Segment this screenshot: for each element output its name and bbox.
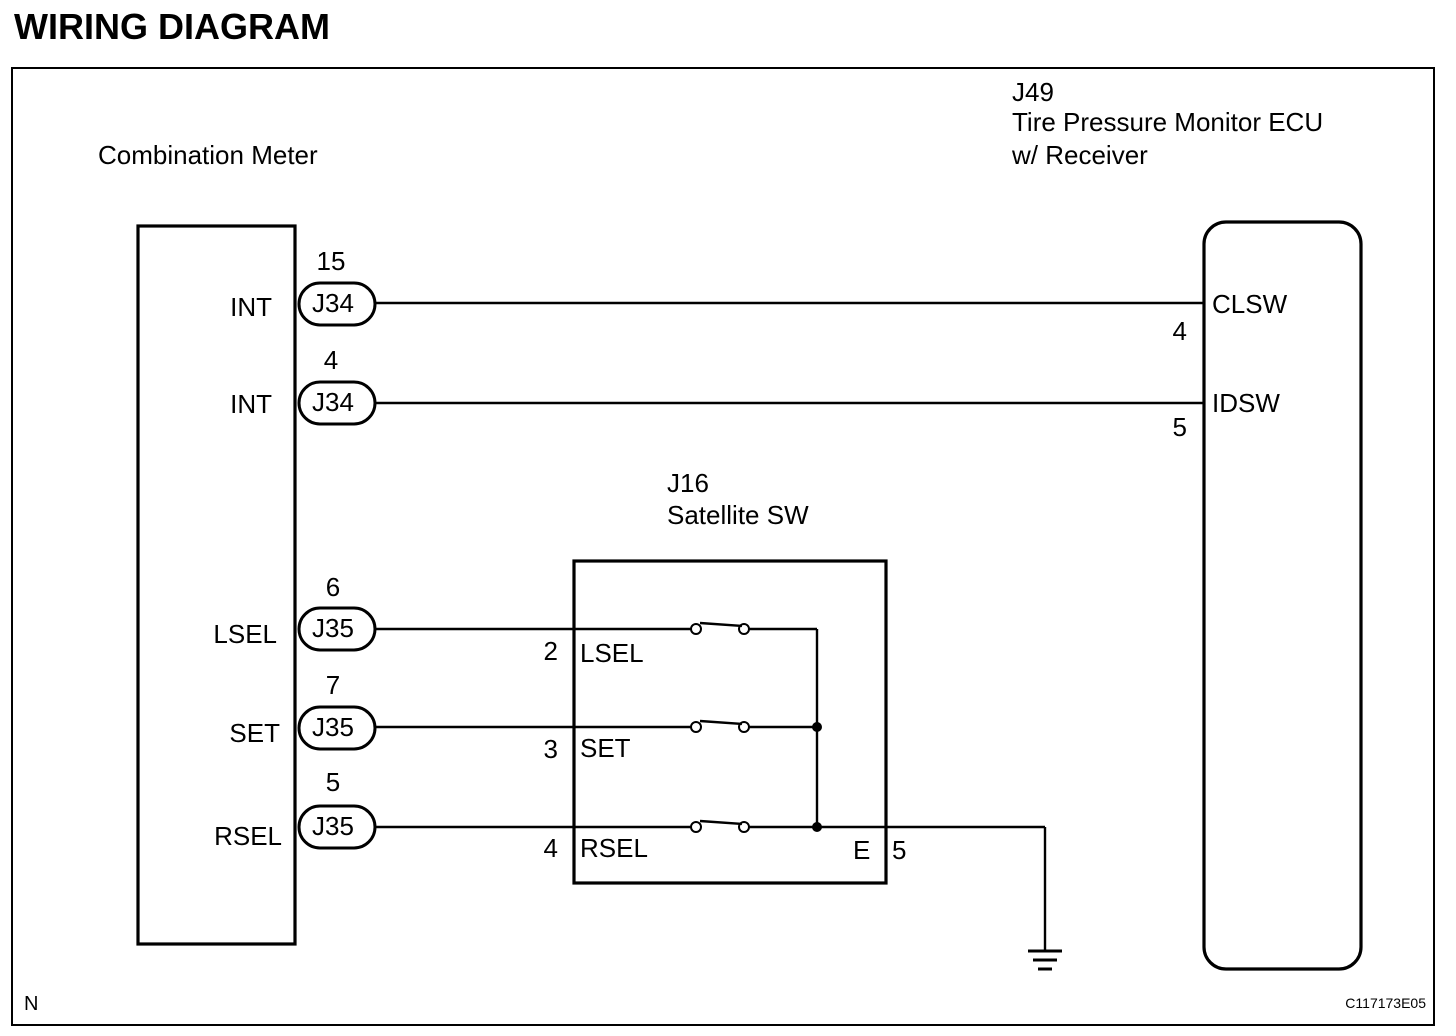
meter-pin-number: 4: [324, 345, 338, 375]
switch-ground-pin-number: 5: [892, 835, 906, 865]
junction-dot: [812, 722, 822, 732]
page-title: WIRING DIAGRAM: [14, 6, 330, 47]
meter-pin-number: 15: [317, 246, 346, 276]
ecu-connector-label: J49: [1012, 77, 1054, 107]
corner-letter: N: [24, 993, 38, 1015]
meter-pin-number: 5: [326, 767, 340, 797]
ecu-terminal-label: CLSW: [1212, 289, 1288, 319]
switch-terminal-label: SET: [580, 733, 631, 763]
rsel-switch-icon: [690, 819, 750, 833]
switch-ground-terminal-label: E: [853, 835, 870, 865]
ecu-pin-number: 5: [1173, 412, 1187, 442]
ground-icon: [1028, 949, 1062, 971]
meter-terminal-label: INT: [230, 389, 272, 419]
connector-label: J34: [312, 387, 354, 417]
connector-pill: [297, 804, 377, 850]
ecu-pin-number: 4: [1173, 316, 1187, 346]
connector-pill: [297, 380, 377, 426]
diagram-frame: [11, 67, 1435, 1026]
satellite-sw-connector-label: J16: [667, 468, 709, 498]
connector-pill: [297, 606, 377, 652]
connector-pill: [297, 705, 377, 751]
junction-dot: [812, 822, 822, 832]
meter-pin-number: 6: [326, 572, 340, 602]
ecu-name-line1: Tire Pressure Monitor ECU: [1012, 107, 1323, 137]
combination-meter-box: [136, 224, 297, 946]
figure-code: C117173E05: [1345, 995, 1426, 1011]
switch-terminal-label: LSEL: [580, 638, 644, 668]
meter-terminal-label: INT: [230, 292, 272, 322]
switch-terminal-label: RSEL: [580, 833, 648, 863]
lsel-switch-icon: [690, 621, 750, 635]
circuit-row-lsel: LSEL 6 J35 2 LSEL: [213, 572, 817, 668]
satellite-sw-box: [572, 559, 888, 885]
meter-terminal-label: SET: [229, 718, 280, 748]
circuit-row-clsw: INT 15 J34 CLSW 4: [230, 246, 1287, 346]
circuit-row-rsel: RSEL 5 J35 4 RSEL: [214, 767, 1045, 863]
switch-pin-number: 3: [544, 734, 558, 764]
ecu-name-line2: w/ Receiver: [1011, 140, 1148, 170]
circuit-row-set: SET 7 J35 3 SET: [229, 670, 817, 764]
connector-label: J35: [312, 712, 354, 742]
circuit-row-idsw: INT 4 J34 IDSW 5: [230, 345, 1280, 442]
switch-pin-number: 4: [544, 833, 558, 863]
connector-label: J35: [312, 811, 354, 841]
ecu-terminal-label: IDSW: [1212, 388, 1280, 418]
connector-pill: [297, 281, 377, 327]
meter-pin-number: 7: [326, 670, 340, 700]
satellite-sw-title: Satellite SW: [667, 500, 809, 530]
connector-label: J35: [312, 613, 354, 643]
meter-terminal-label: LSEL: [213, 619, 277, 649]
combination-meter-title: Combination Meter: [98, 140, 318, 170]
switch-pin-number: 2: [544, 636, 558, 666]
connector-label: J34: [312, 288, 354, 318]
set-switch-icon: [690, 719, 750, 733]
meter-terminal-label: RSEL: [214, 821, 282, 851]
ecu-box: [1202, 220, 1363, 971]
